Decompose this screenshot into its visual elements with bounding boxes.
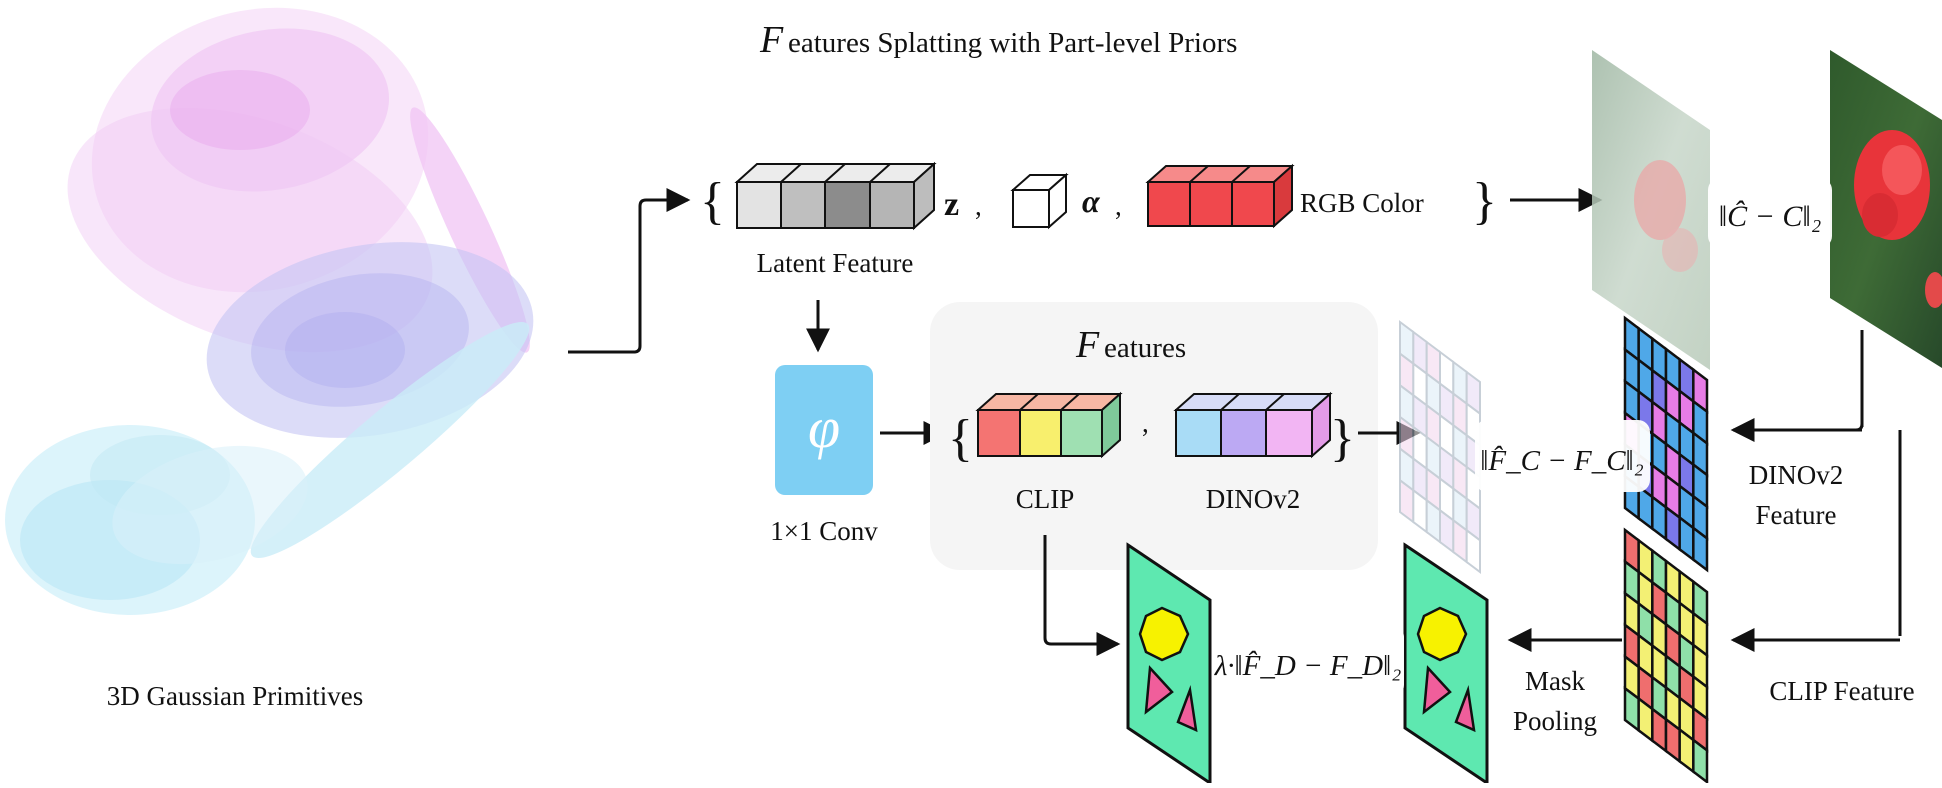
attribute-open-brace: { xyxy=(700,173,725,230)
rgb-color-label: RGB Color xyxy=(1300,188,1424,218)
comma: , xyxy=(975,191,982,221)
gaussian-primitives: 3D Gaussian Primitives xyxy=(5,7,534,711)
gaussian-ellipse xyxy=(112,445,308,565)
dino-label: DINOv2 xyxy=(1206,484,1301,514)
gaussian-caption: 3D Gaussian Primitives xyxy=(107,681,364,711)
mask-loss-formula: λ·‖F̂_D − F_D‖₂ xyxy=(1214,649,1402,682)
clip-feature-label: CLIP Feature xyxy=(1769,676,1914,706)
feature-loss: ‖F̂_C − F_C‖₂ xyxy=(1475,420,1650,492)
dino-feature-label-2: Feature xyxy=(1756,500,1837,530)
gaussian-ellipse xyxy=(250,322,530,558)
rendered-dino-grid xyxy=(1399,320,1481,574)
clip-label: CLIP xyxy=(1016,484,1075,514)
grid-cell xyxy=(1692,737,1709,785)
ground-truth-image xyxy=(1830,50,1942,368)
gaussian-ellipse xyxy=(251,273,469,407)
alpha-cube xyxy=(1010,172,1069,230)
dino-feature-cube xyxy=(1173,391,1333,459)
latent-feature-label: Latent Feature xyxy=(757,248,914,278)
features-script-letter: F xyxy=(1075,324,1100,366)
latent-feature-cube xyxy=(734,161,937,231)
dino-feature-label-1: DINOv2 xyxy=(1749,460,1844,490)
comma: , xyxy=(1115,191,1122,221)
features-open-brace: { xyxy=(948,410,973,467)
z-symbol: z xyxy=(944,186,959,223)
attribute-close-brace: } xyxy=(1472,173,1497,230)
rgb-loss: ‖Ĉ − C‖₂ xyxy=(1708,178,1832,248)
rendered-mask-panel xyxy=(1126,542,1212,786)
mask-loss: λ·‖F̂_D − F_D‖₂ xyxy=(1212,625,1404,697)
gaussian-ellipse xyxy=(170,70,310,150)
alpha-symbol: α xyxy=(1082,183,1101,219)
features-panel-bg xyxy=(930,302,1378,570)
gaussian-to-attributes-arrow xyxy=(568,188,691,354)
gaussian-ellipse xyxy=(285,312,405,388)
rendered-image xyxy=(1592,50,1710,370)
diagram-title: F eatures Splatting with Part-level Prio… xyxy=(759,19,1237,61)
title-text: eatures Splatting with Part-level Priors xyxy=(788,27,1237,59)
mask-pooling-label-2: Pooling xyxy=(1513,706,1597,736)
phi-symbol: φ xyxy=(808,395,840,460)
clip-to-mask-arrow xyxy=(1043,535,1121,656)
title-script-letter: F xyxy=(759,19,784,61)
feature-loss-formula: ‖F̂_C − F_C‖₂ xyxy=(1480,444,1644,477)
rgb-loss-formula: ‖Ĉ − C‖₂ xyxy=(1719,200,1822,233)
conv-label: 1×1 Conv xyxy=(770,516,878,546)
grid-cell xyxy=(1692,525,1709,573)
features-panel: F eatures { , } CLIP DINOv2 xyxy=(930,302,1378,570)
rgb-color-cube xyxy=(1145,163,1295,229)
conv-block: φ 1×1 Conv xyxy=(770,365,878,546)
gaussian-ellipse xyxy=(151,28,389,192)
clip-feature-cube xyxy=(975,391,1123,459)
clip-feature-grid xyxy=(1623,527,1709,785)
mask-pooling-label-1: Mask xyxy=(1525,666,1585,696)
features-comma: , xyxy=(1142,408,1149,438)
conv-box xyxy=(775,365,873,495)
features-title: eatures xyxy=(1104,332,1186,364)
gt-mask-panel xyxy=(1403,542,1489,786)
attribute-set: { z , α , xyxy=(700,161,1497,278)
features-close-brace: } xyxy=(1330,410,1355,467)
grid-cell xyxy=(1465,528,1481,574)
